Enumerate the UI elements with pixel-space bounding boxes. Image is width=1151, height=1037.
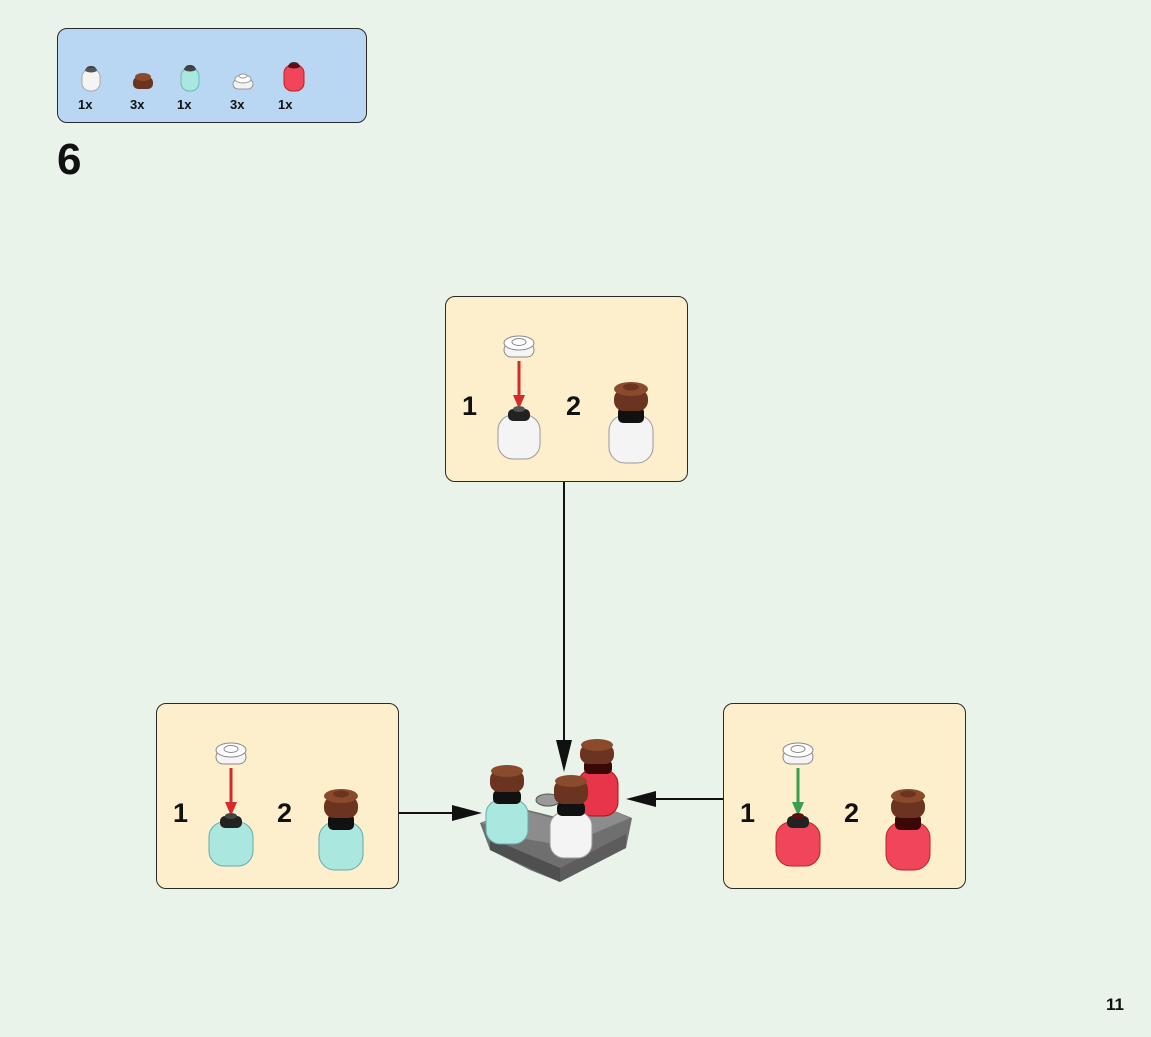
page-number: 11 [1106,995,1124,1014]
callout-left: 1 2 [156,703,399,889]
callout-top: 1 2 [445,296,688,482]
trans-clear-round-plate-icon [232,73,254,90]
part-qty: 1x [278,97,293,112]
substep-2-label: 2 [566,391,582,421]
substep-2-label: 2 [844,798,860,828]
part-qty: 3x [230,97,245,112]
callout-top-drawing [497,335,654,464]
substep-1-label: 1 [173,798,189,828]
substep-1-label: 1 [740,798,756,828]
trans-red-bottle-icon [283,62,305,92]
callout-left-drawing [208,742,364,871]
parts-list-box: 1x 3x 1x 3x 1x [57,28,367,123]
brown-round-plate-icon [133,73,153,89]
capped-red-bottle-icon [885,789,931,871]
left-connector-arrow [399,805,482,821]
trans-clear-bottle-icon [81,66,101,92]
part-trans-light-blue-bottle: 1x [175,59,215,119]
capped-light-blue-bottle-icon [318,789,364,871]
part-qty: 1x [177,97,192,112]
substep-2-label: 2 [277,798,293,828]
part-trans-clear-bottle: 1x [76,59,116,119]
part-trans-red-bottle: 1x [276,59,316,119]
part-qty: 1x [78,97,93,112]
callout-right-drawing [775,742,931,871]
part-qty: 3x [130,97,145,112]
callout-right: 1 2 [723,703,966,889]
trans-clear-round-plate-icon [503,335,535,358]
part-trans-clear-round-plate: 3x [228,59,268,119]
part-brown-round-plate: 3x [128,59,168,119]
trans-clear-bottle-icon [497,406,541,460]
trans-light-blue-bottle-icon [180,65,200,92]
trans-red-bottle-icon [775,813,821,867]
step-number: 6 [57,135,82,184]
top-connector-arrow [556,482,572,772]
trans-light-blue-bottle-icon [208,813,254,867]
capped-clear-bottle-icon [608,382,654,464]
trans-clear-round-plate-icon [215,742,247,765]
potion-stand-assembly [480,739,632,882]
trans-clear-round-plate-icon [782,742,814,765]
substep-1-label: 1 [462,391,478,421]
right-connector-arrow [626,791,723,807]
